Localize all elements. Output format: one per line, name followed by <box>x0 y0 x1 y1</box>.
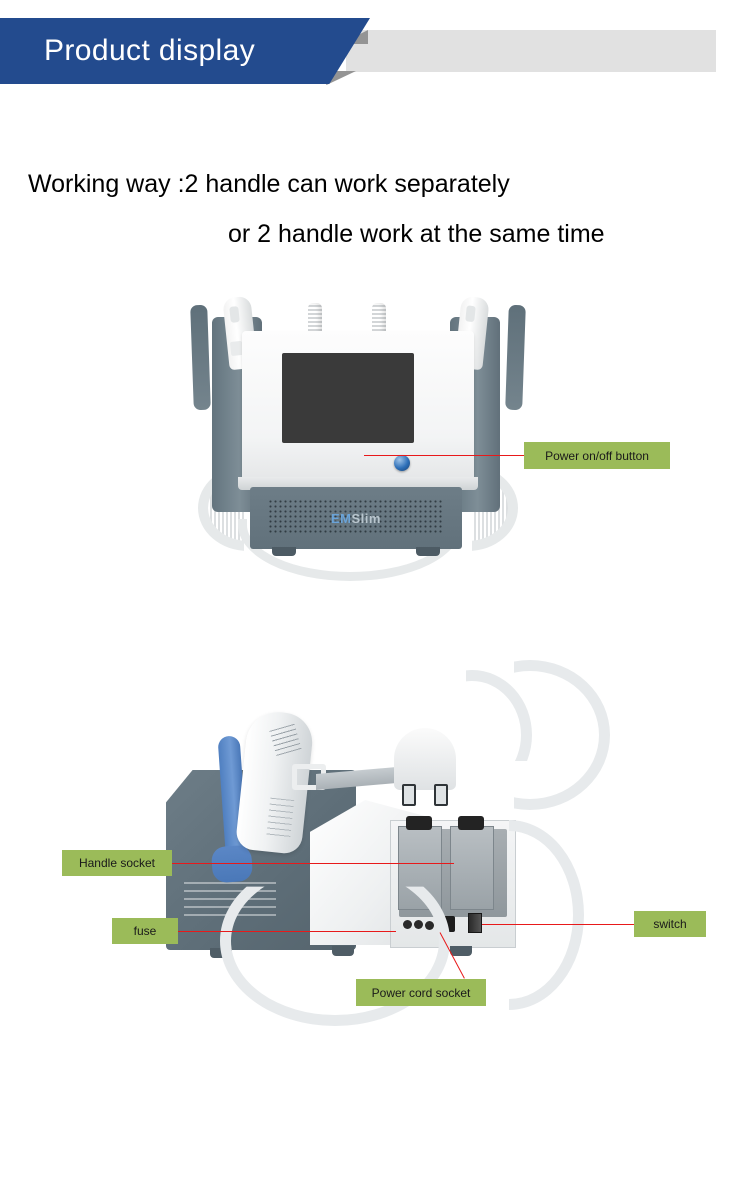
hose-collar-right <box>458 816 484 830</box>
callout-fuse: fuse <box>112 918 178 944</box>
callout-switch: switch <box>634 911 706 937</box>
rear-applicator <box>394 728 456 790</box>
applicator-vent-lines-top <box>269 723 302 756</box>
blue-handle-cradle-foot <box>210 844 254 884</box>
power-button-icon <box>394 455 410 471</box>
banner-blue-shape <box>0 18 370 84</box>
page-title: Product display <box>44 34 256 67</box>
working-way-line-1: Working way :2 handle can work separatel… <box>28 170 510 198</box>
leader-line-fuse <box>178 931 396 932</box>
applicator-vent-lines-bottom <box>266 797 295 840</box>
leader-line-handle-socket <box>172 863 454 864</box>
callout-power-cord-socket: Power cord socket <box>356 979 486 1006</box>
applicator-clip-left <box>402 784 416 806</box>
touch-screen <box>282 353 414 443</box>
base-foot-right <box>416 547 440 556</box>
right-wing-bracket <box>505 304 526 411</box>
brand-logo-slim: Slim <box>351 511 381 526</box>
device-rear-view-image <box>150 660 610 1090</box>
brand-logo-em: EM <box>331 511 352 526</box>
leader-line-switch <box>482 924 634 925</box>
banner-gray-band <box>346 30 716 72</box>
device-front-view-image: EMSlim <box>190 295 530 581</box>
handle-socket-right <box>450 826 494 910</box>
left-handpiece-cap <box>229 306 240 323</box>
rocker-switch-icon <box>468 913 482 933</box>
speaker-grille <box>268 499 444 535</box>
header-banner: Product display <box>0 18 750 85</box>
console-lip <box>238 477 478 490</box>
base-foot-left <box>272 547 296 556</box>
callout-handle-socket: Handle socket <box>62 850 172 876</box>
working-way-line-2: or 2 handle work at the same time <box>228 220 605 248</box>
callout-power-on-off-button: Power on/off button <box>524 442 670 469</box>
leader-line-power <box>364 455 524 456</box>
device-base: EMSlim <box>250 487 462 549</box>
applicator-clip-right <box>434 784 448 806</box>
left-wing-bracket <box>190 304 211 411</box>
right-handpiece-cap <box>465 305 476 323</box>
rear-foot-3 <box>450 946 472 956</box>
brand-logo: EMSlim <box>331 511 381 526</box>
hose-collar-left <box>406 816 432 830</box>
hose-lower-left <box>220 886 450 1026</box>
console-housing <box>242 331 474 483</box>
